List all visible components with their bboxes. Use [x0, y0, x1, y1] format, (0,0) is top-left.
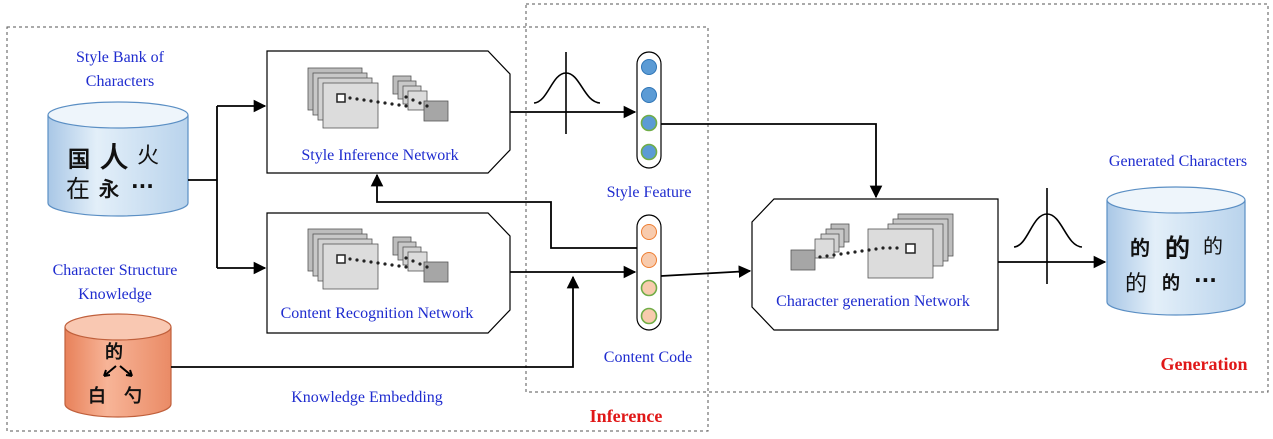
- style-glyph-5: 永: [98, 177, 119, 201]
- generated-glyph-4: 的: [1125, 272, 1147, 297]
- cnn-encoder-icon: [307, 67, 449, 129]
- generated-glyph-3: 的: [1203, 234, 1223, 258]
- style-inference-network-label: Style Inference Network: [301, 147, 458, 164]
- style-bank-label-line1: Style Bank of: [76, 49, 165, 66]
- structure-glyph-whole: 的: [105, 341, 123, 363]
- style-glyph-3: 火: [137, 144, 159, 169]
- cnn-encoder-icon-2: [307, 228, 449, 290]
- generated-glyph-5: 的: [1162, 272, 1180, 294]
- structure-knowledge-label-line1: Character Structure: [53, 262, 178, 279]
- generated-characters-database: 的 的 的 的 的 ···: [1106, 186, 1246, 316]
- structure-knowledge-label-line2: Knowledge: [78, 286, 152, 303]
- character-generation-network-label: Character generation Network: [776, 293, 970, 310]
- structure-knowledge-database: 的 白 勺: [64, 313, 172, 418]
- style-glyph-1: 国: [68, 148, 90, 173]
- generated-glyph-2: 的: [1165, 234, 1190, 263]
- style-glyph-2: 人: [100, 141, 128, 174]
- structure-glyph-right: 勺: [124, 385, 142, 407]
- content-code-label: Content Code: [604, 349, 692, 366]
- inference-region: [6, 26, 709, 432]
- generated-characters-label: Generated Characters: [1109, 153, 1247, 170]
- gaussian-distribution-icon-2: [1013, 188, 1083, 284]
- structure-glyph-left: 白: [88, 385, 106, 407]
- style-bank-label-line2: Characters: [86, 73, 154, 90]
- generation-region-title: Generation: [1161, 354, 1248, 374]
- character-generation-network: Character generation Network: [751, 198, 999, 331]
- generated-ellipsis: ···: [1194, 268, 1217, 292]
- generation-region: [525, 3, 1269, 393]
- connectors: [171, 99, 1107, 368]
- knowledge-embedding-label: Knowledge Embedding: [291, 389, 443, 406]
- content-recognition-network: Content Recognition Network: [266, 212, 511, 334]
- cnn-decoder-icon: [790, 213, 954, 279]
- style-bank-database: 国 人 火 在 永 ···: [47, 101, 189, 217]
- content-recognition-network-label: Content Recognition Network: [281, 305, 474, 322]
- gaussian-distribution-icon: [533, 52, 601, 134]
- style-ellipsis: ···: [131, 174, 154, 198]
- style-inference-network: Style Inference Network: [266, 50, 511, 174]
- style-feature-label: Style Feature: [607, 184, 692, 201]
- generated-glyph-1: 的: [1130, 236, 1150, 260]
- content-code-vector: [636, 214, 662, 331]
- style-glyph-4: 在: [66, 175, 90, 203]
- style-feature-vector: [636, 51, 662, 169]
- inference-region-title: Inference: [590, 406, 663, 426]
